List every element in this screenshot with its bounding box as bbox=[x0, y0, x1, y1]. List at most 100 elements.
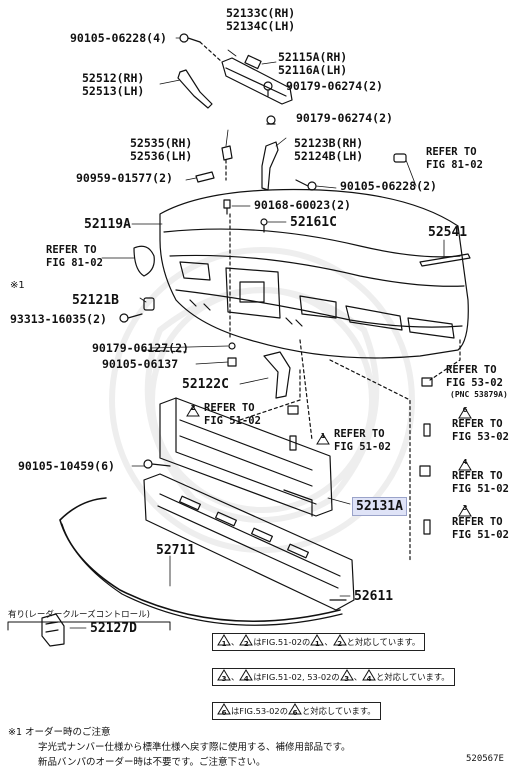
triangle-icon bbox=[458, 459, 472, 471]
label-52535: 52535(RH) bbox=[130, 136, 193, 150]
triangle-2-icon: 2 bbox=[332, 634, 347, 648]
triangle-2-icon: 2 bbox=[239, 634, 254, 648]
label-90168: 90168-60023(2) bbox=[254, 198, 351, 212]
label-52513: 52513(LH) bbox=[82, 84, 145, 98]
lower-strip bbox=[419, 253, 471, 267]
label-90179-06274-a: 90179-06274(2) bbox=[286, 79, 383, 93]
triangle-icon bbox=[458, 407, 472, 419]
label-52123B: 52123B(RH) bbox=[294, 136, 364, 150]
footnote-line2: 新品バンパのオーダー時は不要です。ご注意下さい。 bbox=[38, 757, 266, 768]
ref-top-right-line2[interactable]: FIG 81-02 bbox=[426, 159, 483, 171]
label-52131A-highlighted[interactable]: 52131A bbox=[352, 497, 407, 516]
label-90179-06127: 90179-06127(2) bbox=[92, 341, 189, 355]
ref-top-right-line1[interactable]: REFER TO bbox=[426, 146, 477, 158]
ref-6-line1[interactable]: REFER TO bbox=[452, 418, 503, 430]
clip-2 bbox=[287, 405, 299, 415]
ref-1-line1[interactable]: REFER TO bbox=[334, 428, 385, 440]
marker-1-triangle: 1 bbox=[316, 430, 330, 449]
sep: 、 bbox=[231, 672, 240, 682]
ref-pnc: (PNC 53879A) bbox=[450, 390, 508, 399]
label-90105-06228-top: 90105-06228(4) bbox=[70, 31, 167, 45]
label-52121B: 52121B bbox=[72, 293, 119, 308]
label-90105-06137: 90105-06137 bbox=[102, 357, 179, 371]
retainer-clip bbox=[221, 145, 233, 161]
marker-4-number: 4 bbox=[462, 458, 468, 466]
ref-4-line2[interactable]: FIG 51-02 bbox=[452, 483, 509, 495]
bolt-90105-06137 bbox=[227, 357, 237, 367]
bracket-52121B bbox=[143, 297, 155, 311]
note-box-3-text-a: はFIG.53-02の bbox=[231, 706, 288, 716]
bolt-top bbox=[179, 33, 201, 43]
triangle-6-icon: 6 bbox=[288, 703, 302, 717]
label-90105-10459: 90105-10459(6) bbox=[18, 459, 115, 473]
ref-3-line2[interactable]: FIG 51-02 bbox=[452, 529, 509, 541]
label-52119A: 52119A bbox=[84, 217, 131, 232]
bracket-clip bbox=[244, 54, 262, 70]
marker-6-triangle: 6 bbox=[458, 404, 472, 423]
bumper-cover bbox=[159, 188, 469, 359]
clip-b bbox=[266, 115, 276, 125]
label-52133C: 52133C(RH) bbox=[226, 6, 296, 20]
energy-absorber bbox=[143, 473, 355, 611]
bolt-90105-10459 bbox=[143, 459, 171, 469]
bolt-6 bbox=[423, 423, 431, 437]
label-52116A: 52116A(LH) bbox=[278, 63, 348, 77]
marker-2-triangle: 2 bbox=[186, 402, 200, 421]
note-box-3-text-b: と対応しています。 bbox=[302, 706, 376, 716]
ref-6-line2[interactable]: FIG 53-02 bbox=[452, 431, 509, 443]
bolt-3 bbox=[423, 519, 431, 535]
ref-4-line1[interactable]: REFER TO bbox=[452, 470, 503, 482]
label-52512: 52512(RH) bbox=[82, 71, 145, 85]
ref-left-line1[interactable]: REFER TO bbox=[46, 244, 97, 256]
triangle-icon bbox=[186, 405, 200, 417]
label-52711: 52711 bbox=[156, 543, 196, 558]
side-strip bbox=[177, 69, 213, 109]
clip-4 bbox=[419, 465, 431, 477]
label-52134C: 52134C(LH) bbox=[226, 19, 296, 33]
triangle-3-icon: 3 bbox=[217, 669, 231, 683]
ref-5302a-line2[interactable]: FIG 53-02 bbox=[446, 377, 503, 389]
label-52536: 52536(LH) bbox=[130, 149, 193, 163]
marker-4-triangle: 4 bbox=[458, 456, 472, 475]
option-label: 有り(レーダークルーズコントロール) bbox=[8, 610, 150, 620]
marker-1-number: 1 bbox=[320, 432, 326, 440]
marker-3-number: 3 bbox=[462, 504, 468, 512]
clip-a bbox=[263, 81, 273, 97]
ref-1-line2[interactable]: FIG 51-02 bbox=[334, 441, 391, 453]
star-marker: ※1 bbox=[10, 280, 25, 291]
label-52115A: 52115A(RH) bbox=[278, 50, 348, 64]
label-90959: 90959-01577(2) bbox=[76, 171, 173, 185]
triangle-3-icon: 3 bbox=[339, 669, 354, 683]
label-93313: 93313-16035(2) bbox=[10, 312, 107, 326]
nut-90179-06127 bbox=[228, 342, 236, 350]
footnote-line1: 字光式ナンバー仕様から標準仕様へ戻す際に使用する、補修用部品です。 bbox=[38, 742, 351, 753]
label-52124B: 52124B(LH) bbox=[294, 149, 364, 163]
triangle-icon bbox=[316, 433, 330, 445]
note-box-2-text-b: と対応しています。 bbox=[376, 672, 450, 682]
ref-3-line1[interactable]: REFER TO bbox=[452, 516, 503, 528]
label-52541: 52541 bbox=[428, 225, 468, 240]
label-90105-06228-mid: 90105-06228(2) bbox=[340, 179, 437, 193]
triangle-4-icon: 4 bbox=[362, 669, 376, 683]
figure-code: 520567E bbox=[466, 754, 504, 764]
footnote-title: ※1 オーダー時のご注意 bbox=[8, 727, 111, 738]
note-box-1-text-b: と対応しています。 bbox=[346, 637, 421, 647]
bolt-93313 bbox=[119, 313, 143, 323]
label-52611: 52611 bbox=[354, 589, 394, 604]
triangle-icon bbox=[458, 505, 472, 517]
ref-2-line2[interactable]: FIG 51-02 bbox=[204, 415, 261, 427]
ref-2-line1[interactable]: REFER TO bbox=[204, 402, 255, 414]
triangle-4-icon: 4 bbox=[239, 669, 254, 683]
ref-5302a-line1[interactable]: REFER TO bbox=[446, 364, 497, 376]
clip-5302a bbox=[421, 377, 433, 387]
ref-left-line2[interactable]: FIG 81-02 bbox=[46, 257, 103, 269]
bracket-52122C bbox=[263, 351, 291, 399]
label-52161C: 52161C bbox=[290, 215, 337, 230]
marker-2-number: 2 bbox=[190, 404, 196, 412]
sep: 、 bbox=[324, 637, 333, 647]
sep: 、 bbox=[353, 672, 362, 682]
